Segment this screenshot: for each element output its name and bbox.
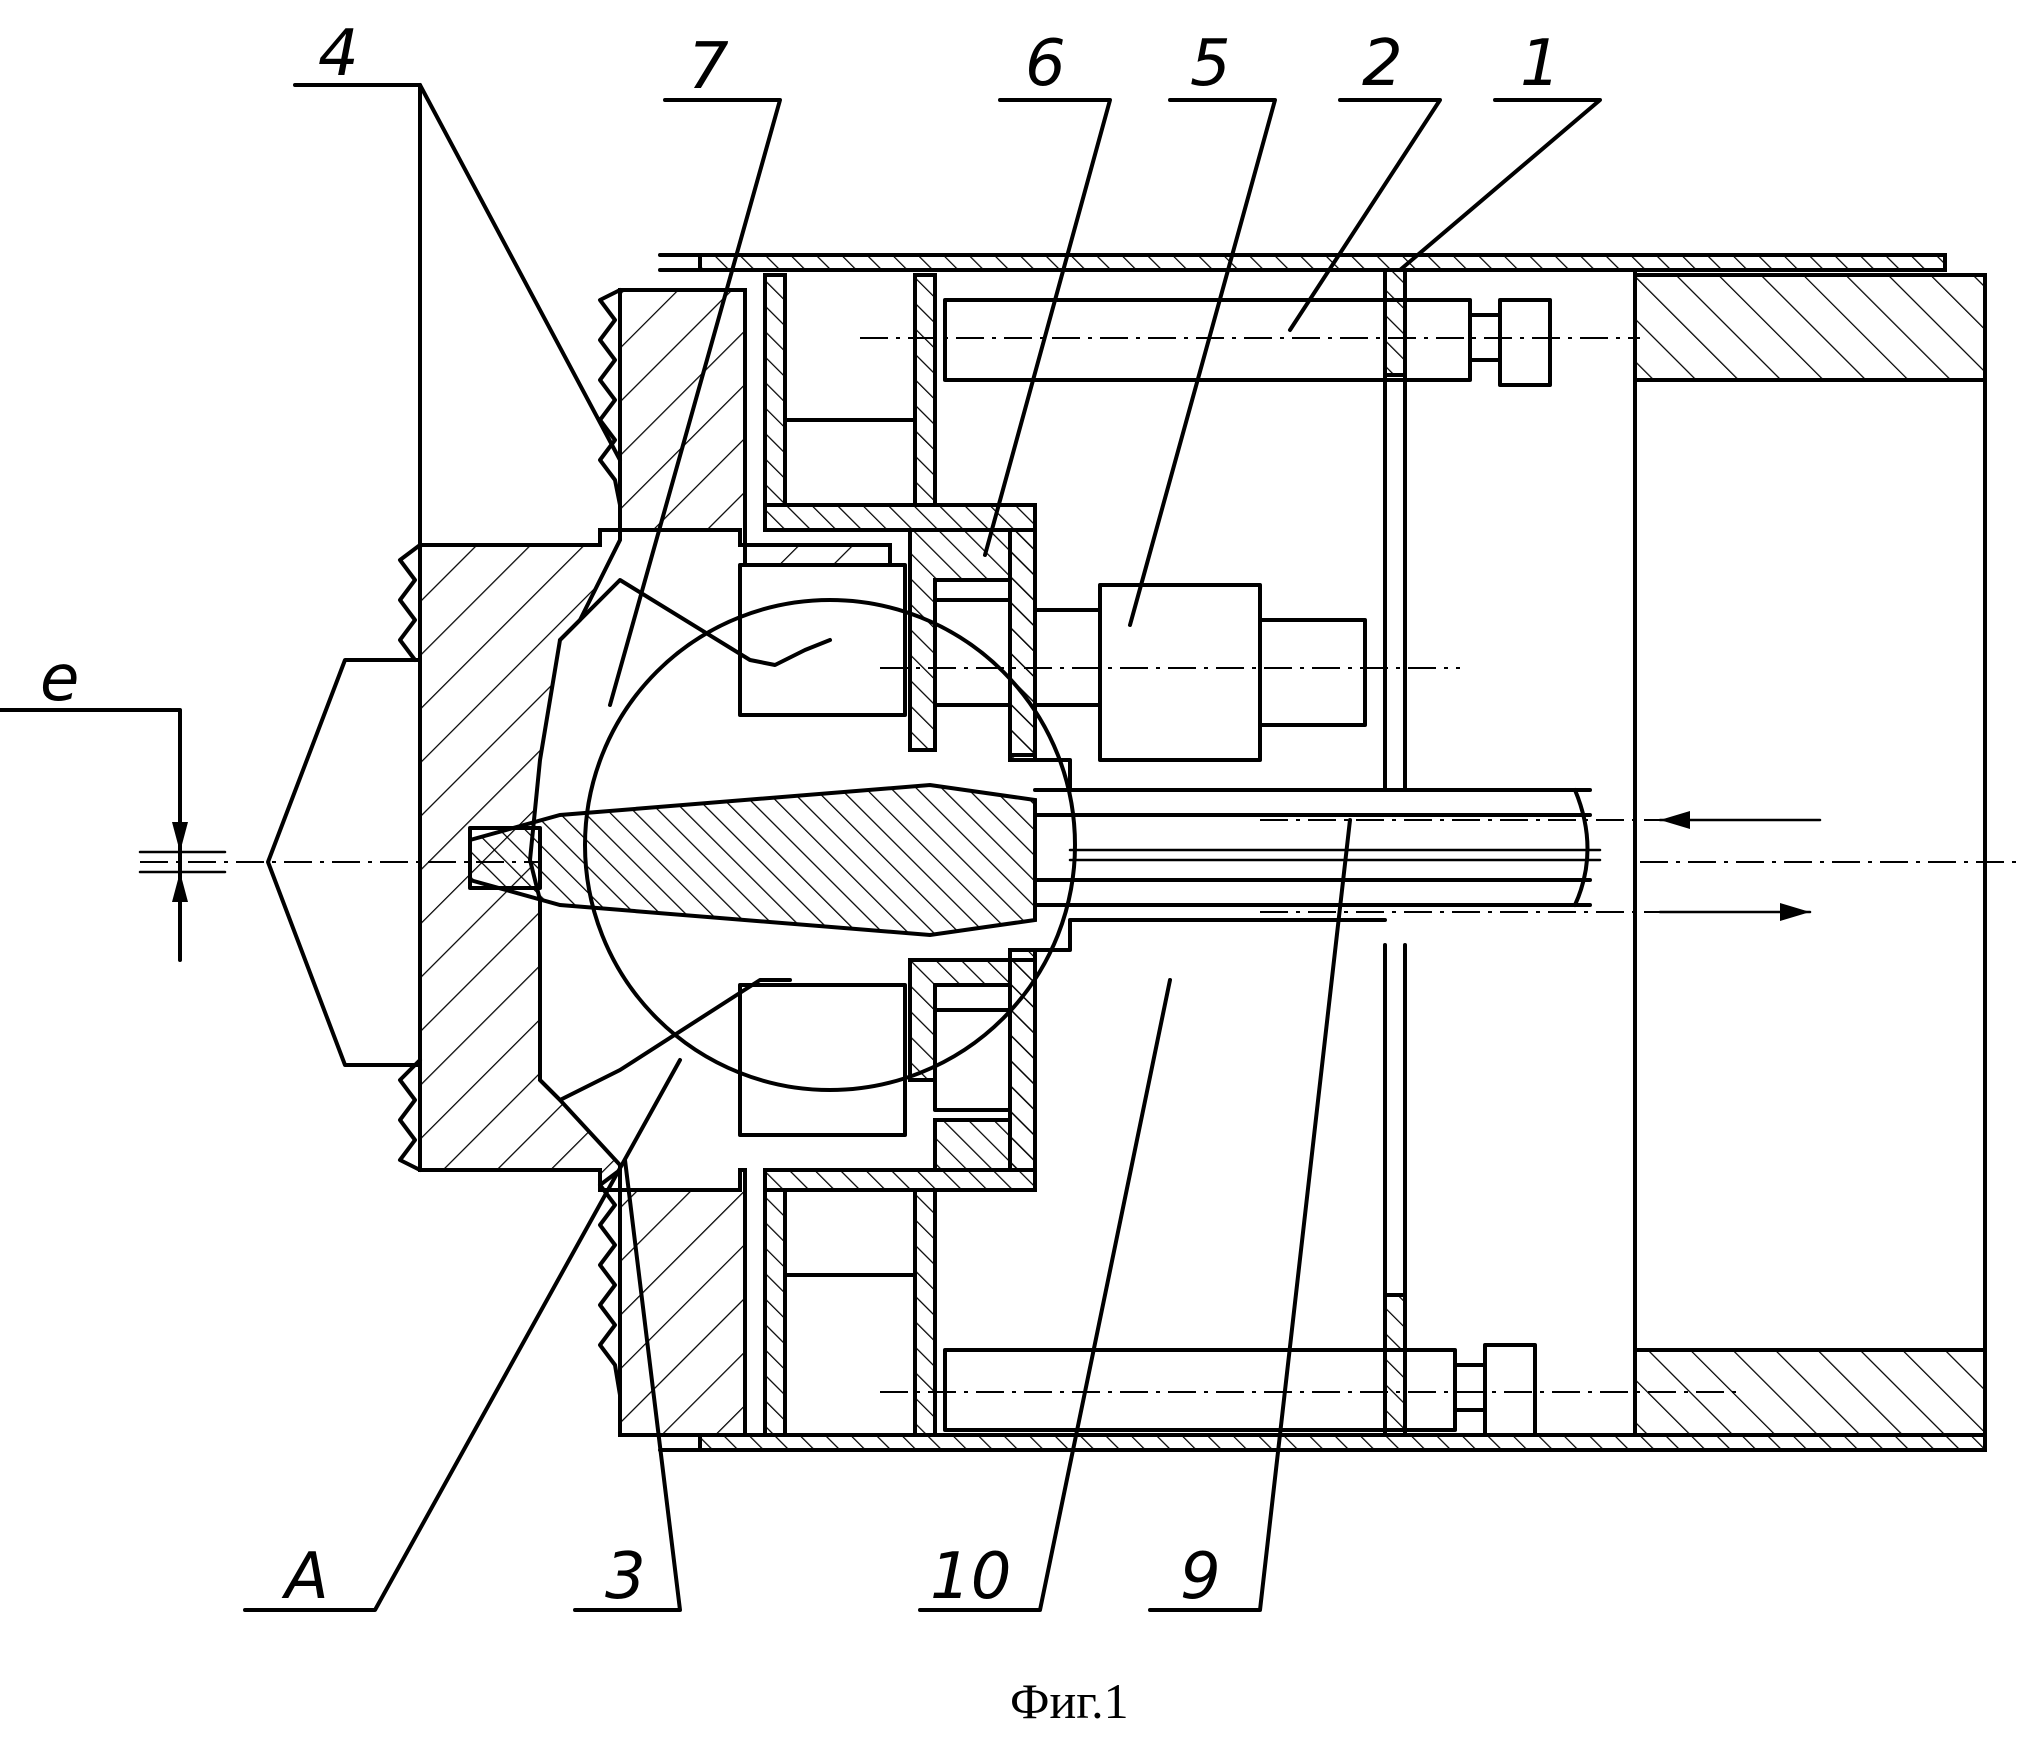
hydraulic-cylinder-top (860, 300, 1640, 385)
label-e: e (40, 642, 79, 716)
end-plug (1635, 270, 1985, 1435)
hydraulic-cylinder-bottom (880, 1345, 1740, 1435)
support-ring (1385, 270, 1405, 1435)
flow-arrows (1660, 811, 1820, 921)
drive-motor (1035, 585, 1365, 760)
label-4: 4 (318, 17, 359, 91)
label-2: 2 (1362, 27, 1403, 101)
label-6: 6 (1025, 27, 1066, 101)
label-7: 7 (688, 30, 729, 104)
dimension-e (0, 710, 225, 960)
label-1: 1 (1520, 27, 1561, 101)
figure-caption: Фиг.1 (1010, 1673, 1129, 1729)
label-5: 5 (1190, 27, 1231, 101)
label-10: 10 (930, 1540, 1011, 1614)
label-9: 9 (1180, 1540, 1221, 1614)
label-3: 3 (605, 1540, 646, 1614)
label-A: A (281, 1540, 329, 1614)
